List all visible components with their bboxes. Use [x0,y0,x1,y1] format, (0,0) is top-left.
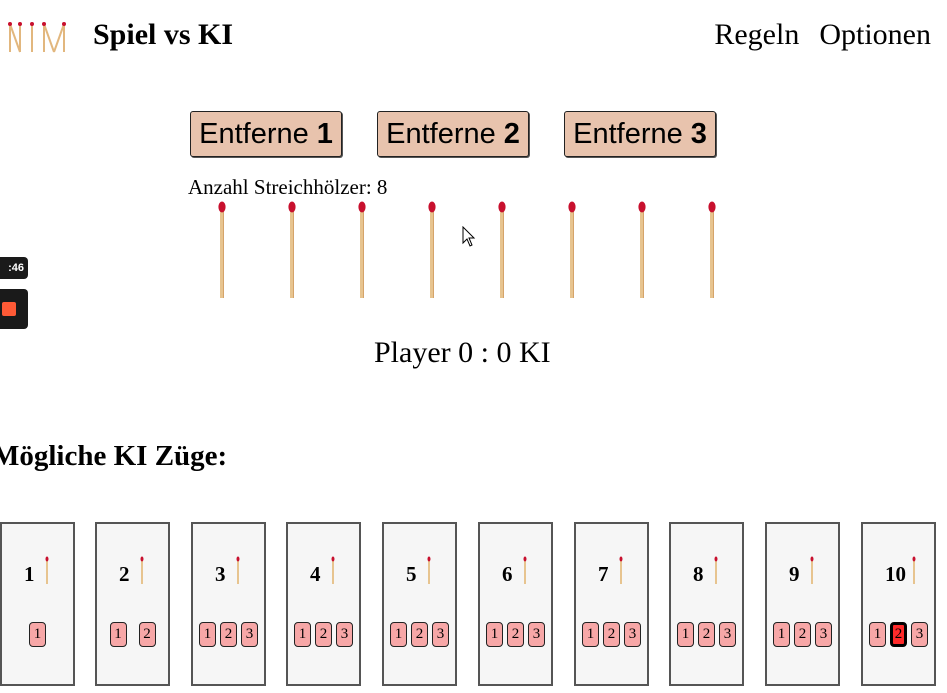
move-chip: 1 [390,622,407,647]
stop-recording-button[interactable] [0,289,28,329]
move-chip: 3 [911,622,928,647]
matchstick-icon [331,556,335,584]
selected-move-chip: 2 [890,622,907,647]
matchstick-icon [498,201,506,298]
card-number: 4 [310,562,321,586]
move-chip: 3 [624,622,641,647]
move-chip: 1 [294,622,311,647]
recording-timer: :46 [0,257,28,279]
mouse-cursor-icon [462,226,476,247]
move-chip: 3 [432,622,449,647]
move-chip: 3 [241,622,258,647]
top-nav: Regeln Optionen [714,18,931,52]
move-chip: 1 [199,622,216,647]
move-chip: 2 [411,622,428,647]
remove-button-count: 2 [503,117,520,150]
move-chip: 3 [719,622,736,647]
remove-button-count: 3 [690,117,707,150]
remove-button-label: Entferne [199,117,309,150]
remove-button-label: Entferne [386,117,496,150]
nav-rules-link[interactable]: Regeln [714,18,800,51]
card-number: 7 [598,562,609,586]
move-chip: 3 [815,622,832,647]
matchstick-icon [236,556,240,584]
matchstick-icon [714,556,718,584]
matchstick-icon [638,201,646,298]
ai-moves-heading: Mögliche KI Züge: [0,440,228,472]
move-chip: 2 [603,622,620,647]
move-chip: 2 [794,622,811,647]
matchstick-icon [708,201,716,298]
move-chip: 2 [698,622,715,647]
matchstick-row [215,200,725,300]
move-chip: 2 [138,622,156,647]
matchstick-icon [427,556,431,584]
card-number: 8 [693,562,704,586]
card-number: 2 [119,562,130,586]
remove-button-label: Entferne [573,117,683,150]
matchstick-icon [358,201,366,298]
matchstick-icon [568,201,576,298]
nim-logo-icon [8,22,66,53]
move-chip: 2 [507,622,524,647]
move-chip: 3 [528,622,545,647]
move-chip: 2 [315,622,332,647]
match-count-label: Anzahl Streichhölzer: 8 [188,175,388,199]
card-number: 1 [24,562,35,586]
matchstick-icon [912,556,916,584]
move-chip: 1 [582,622,599,647]
stop-icon [2,302,16,316]
page-title: Spiel vs KI [93,18,234,51]
matchstick-icon [810,556,814,584]
move-chip: 1 [486,622,503,647]
matchstick-icon [140,556,144,584]
move-chip: 1 [869,622,886,647]
move-chip: 2 [220,622,237,647]
matchstick-icon [523,556,527,584]
move-chip: 1 [109,622,127,647]
matchstick-icon [619,556,623,584]
card-number: 3 [215,562,226,586]
move-chip: 1 [677,622,694,647]
matchstick-icon [218,201,226,298]
matchstick-icon [45,556,49,584]
score-display: Player 0 : 0 KI [374,336,551,369]
move-options: 1 [2,622,73,647]
nav-options-link[interactable]: Optionen [819,18,931,51]
card-number: 5 [406,562,417,586]
card-number: 9 [789,562,800,586]
card-number: 6 [502,562,513,586]
move-chip: 3 [336,622,353,647]
move-chip: 1 [29,622,46,647]
move-chip: 1 [773,622,790,647]
remove-button-count: 1 [316,117,333,150]
matchstick-icon [428,201,436,298]
matchstick-icon [288,201,296,298]
card-number: 10 [885,562,906,586]
